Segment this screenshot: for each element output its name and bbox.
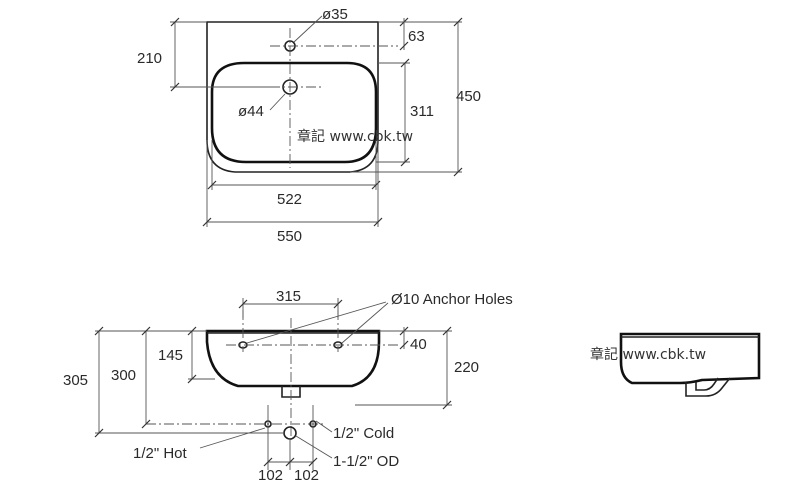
dim-315: 315: [276, 288, 301, 305]
dim-tap-hole: ø35: [322, 6, 348, 23]
dim-300: 300: [111, 367, 136, 384]
waste-od-label: 1-1/2" OD: [333, 453, 399, 470]
dim-waste-hole: ø44: [238, 103, 264, 120]
hot-label: 1/2" Hot: [133, 445, 188, 462]
watermark-top: 章記 www.cbk.tw: [297, 128, 413, 145]
dim-63: 63: [408, 28, 425, 45]
dim-311: 311: [410, 103, 434, 120]
basin-outline-top: [206, 21, 379, 173]
watermark-side: 章記 www.cbk.tw: [590, 346, 706, 363]
dim-220: 220: [454, 359, 479, 376]
anchor-holes-label: Ø10 Anchor Holes: [391, 291, 513, 308]
dim-102-left: 102: [258, 467, 283, 484]
side-view: 章記 www.cbk.tw: [590, 332, 761, 397]
dim-145: 145: [158, 347, 183, 364]
dim-40: 40: [410, 336, 427, 353]
dim-210: 210: [137, 50, 162, 67]
dim-522: 522: [277, 191, 302, 208]
basin-side-outline: [619, 332, 761, 385]
dim-550: 550: [277, 228, 302, 245]
bowl-outline: [210, 61, 378, 164]
dim-102-right: 102: [294, 467, 319, 484]
basin-front-outline: [205, 329, 381, 388]
dim-450: 450: [456, 88, 481, 105]
dim-305: 305: [63, 372, 88, 389]
front-view: 315 Ø10 Anchor Holes 40 220 145 300 305 …: [63, 288, 513, 484]
top-view: ø35 63 210 ø44 311 450 522 550 章記 www.cb…: [137, 6, 481, 245]
waste-pipe: [283, 426, 297, 440]
side-trap: [685, 377, 731, 397]
cold-label: 1/2" Cold: [333, 425, 394, 442]
